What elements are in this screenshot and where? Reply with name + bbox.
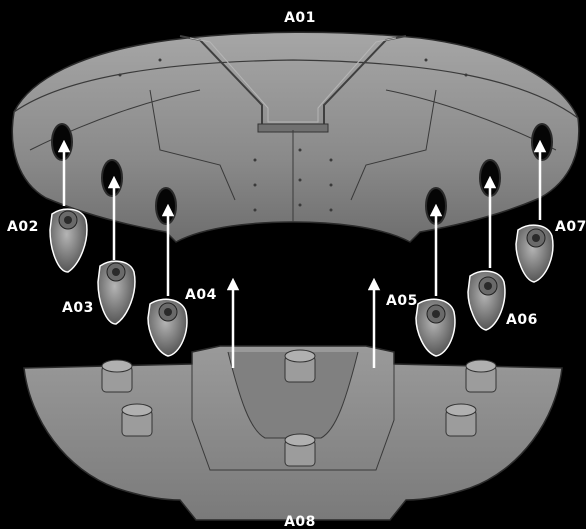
knob-a06 (467, 270, 506, 331)
label-a04: A04 (185, 287, 217, 303)
knob-a04 (147, 298, 188, 357)
knob-a05 (415, 298, 456, 357)
knob-a07 (515, 224, 554, 283)
label-a03: A03 (62, 300, 94, 316)
knob-a02 (49, 208, 88, 273)
label-a06: A06 (506, 312, 538, 328)
part-a01 (11, 31, 580, 243)
part-a08 (23, 345, 563, 521)
knob-a03 (97, 260, 136, 325)
up-arrow-icon (57, 139, 547, 368)
label-a05: A05 (386, 293, 418, 309)
label-a01: A01 (284, 10, 316, 26)
label-a02: A02 (7, 219, 39, 235)
label-a08: A08 (284, 514, 316, 529)
label-a07: A07 (555, 219, 586, 235)
